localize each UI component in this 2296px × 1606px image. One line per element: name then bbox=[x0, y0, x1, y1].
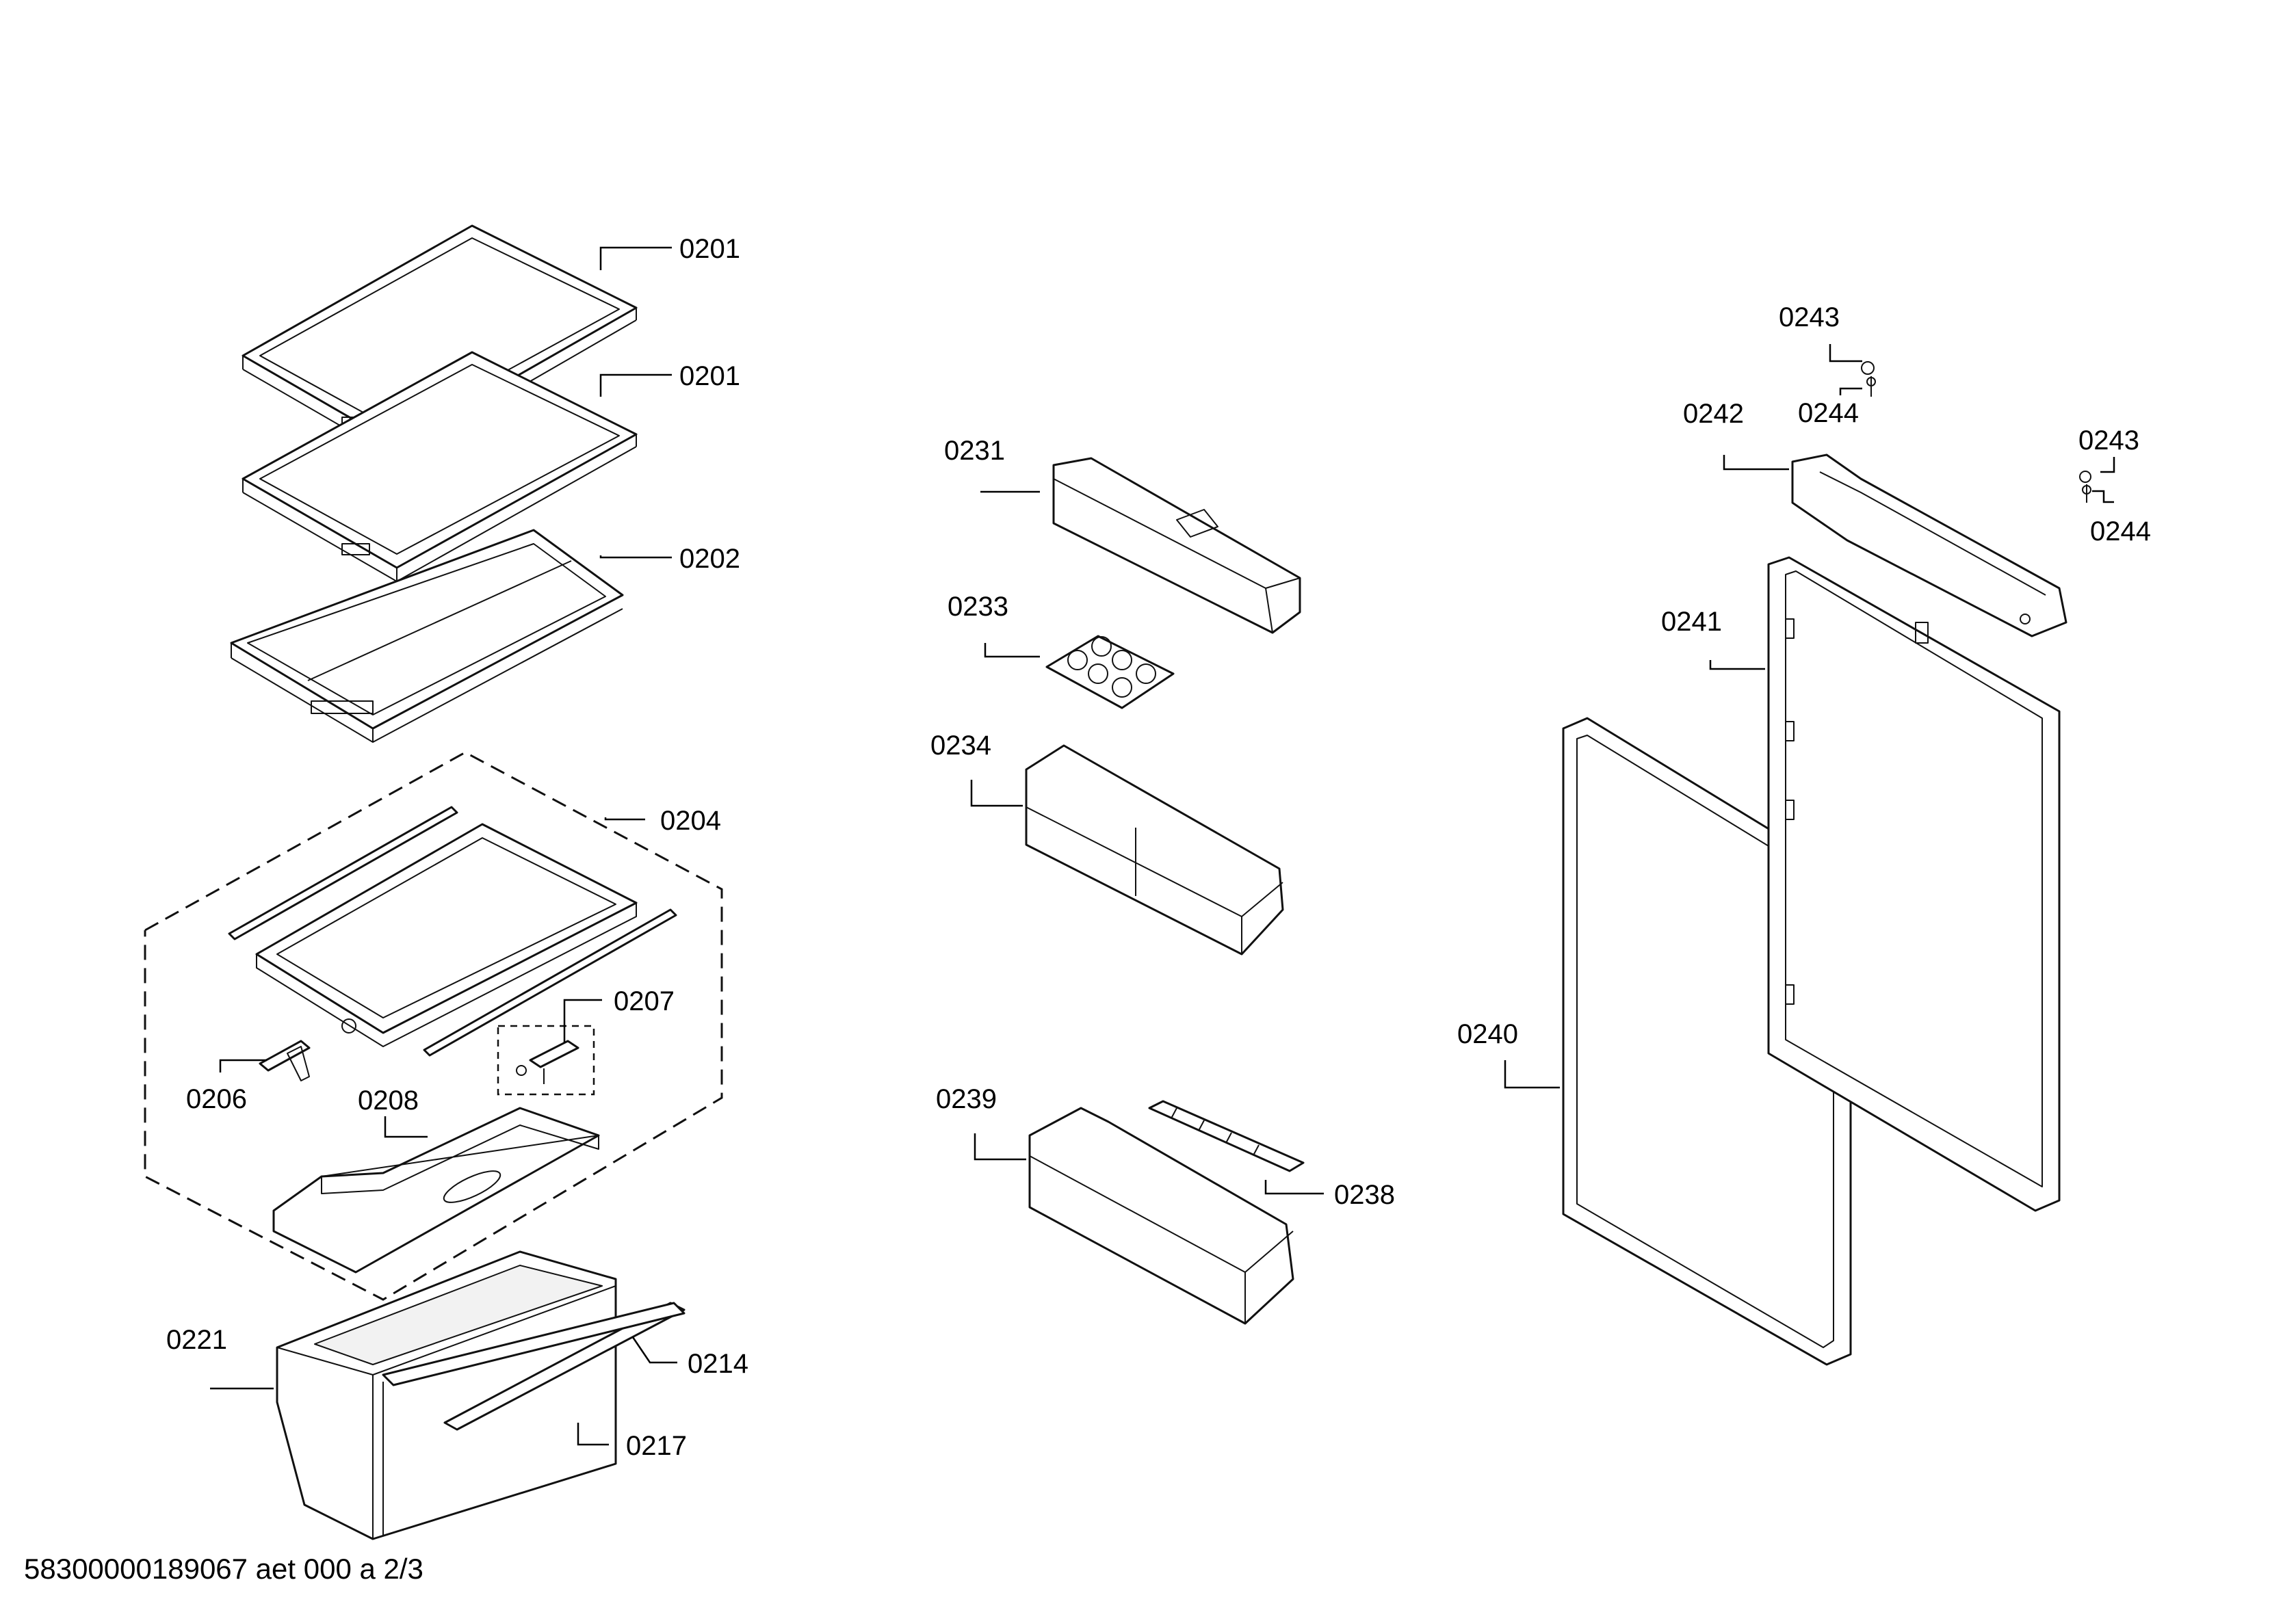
hinge-bracket-0242 bbox=[1791, 453, 2067, 637]
screw-0243-0244-b bbox=[2079, 471, 2091, 503]
label-0217: 0217 bbox=[626, 1431, 687, 1461]
label-0239: 0239 bbox=[936, 1084, 997, 1114]
label-0202: 0202 bbox=[679, 544, 740, 574]
label-0243-top: 0243 bbox=[1779, 302, 1840, 332]
bottle-divider-0238 bbox=[1148, 1100, 1305, 1172]
shelf-0204-rods bbox=[228, 806, 677, 1057]
label-0234: 0234 bbox=[930, 730, 991, 761]
covered-compartment-0234 bbox=[1025, 744, 1284, 956]
bottle-shelf-0239 bbox=[1028, 1107, 1294, 1325]
leader-lines bbox=[210, 246, 2115, 1446]
label-0214: 0214 bbox=[688, 1349, 748, 1379]
clip-0206 bbox=[259, 1040, 311, 1081]
document-footer: 58300000189067 aet 000 a 2/3 bbox=[24, 1553, 423, 1585]
shelf-0204-frame bbox=[255, 823, 638, 1047]
label-0243-right: 0243 bbox=[2078, 425, 2139, 456]
door-bin-0231 bbox=[1052, 457, 1301, 634]
label-0241: 0241 bbox=[1661, 607, 1722, 637]
part-0207-box bbox=[497, 1025, 595, 1096]
label-0207: 0207 bbox=[614, 986, 675, 1016]
door-panel-0241 bbox=[1767, 556, 2061, 1212]
egg-tray-0233 bbox=[1045, 635, 1175, 709]
label-0233: 0233 bbox=[948, 592, 1008, 622]
label-0238: 0238 bbox=[1334, 1180, 1395, 1210]
label-0244-top: 0244 bbox=[1798, 398, 1859, 428]
label-0231: 0231 bbox=[944, 436, 1005, 466]
crisper-drawer-0221 bbox=[276, 1250, 686, 1540]
handle-0214 bbox=[382, 1302, 686, 1386]
label-0240: 0240 bbox=[1457, 1019, 1518, 1049]
screw-0243-0244-a bbox=[1861, 361, 1876, 397]
cover-0208 bbox=[272, 1107, 600, 1274]
label-0201-middle: 0201 bbox=[679, 361, 740, 391]
assembly-boundary-0204 bbox=[144, 751, 723, 1301]
label-0221: 0221 bbox=[166, 1325, 227, 1355]
glass-shelf-0202 bbox=[230, 529, 624, 743]
callout-labels: 0201 0201 0202 0204 0206 0207 0208 0214 … bbox=[166, 234, 2151, 1461]
label-0201-top: 0201 bbox=[679, 234, 740, 264]
label-0244-right: 0244 bbox=[2090, 516, 2151, 547]
label-0208: 0208 bbox=[358, 1085, 419, 1116]
label-0242: 0242 bbox=[1683, 399, 1744, 429]
label-0206: 0206 bbox=[186, 1084, 247, 1114]
label-0204: 0204 bbox=[660, 806, 721, 836]
